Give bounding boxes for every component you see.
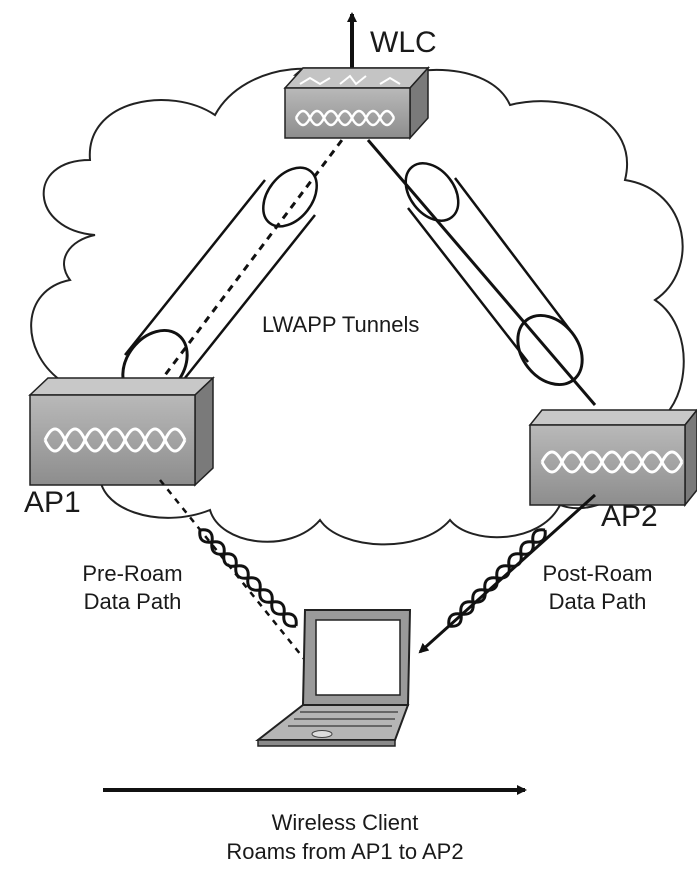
post-roam-label-line2: Data Path (548, 589, 647, 614)
lwapp-tunnels-label: LWAPP Tunnels (262, 312, 420, 337)
post-roam-label-line1: Post-Roam (542, 561, 653, 586)
pre-roam-tunnel-path (148, 139, 344, 396)
roam-caption-line2: Roams from AP1 to AP2 (226, 839, 464, 864)
access-point-icon (28, 376, 215, 487)
pre-roam-label-line2: Data Path (83, 589, 182, 614)
post-roam-label: Post-Roam Data Path (515, 560, 680, 616)
pre-roam-wireless-signal (159, 479, 306, 661)
roam-caption: Wireless Client Roams from AP1 to AP2 (160, 808, 530, 866)
post-roam-tunnel-path (366, 139, 597, 406)
lwapp-tunnel-right (404, 162, 584, 387)
wlc-switch-icon (283, 66, 430, 140)
access-point-icon (528, 408, 697, 508)
ap1-label: AP1 (24, 486, 81, 519)
wlc-label: WLC (370, 26, 437, 59)
roam-caption-line1: Wireless Client (271, 810, 419, 835)
pre-roam-label: Pre-Roam Data Path (50, 560, 215, 616)
ap2-label: AP2 (601, 500, 658, 533)
pre-roam-label-line1: Pre-Roam (82, 561, 183, 586)
laptop-icon (255, 609, 412, 747)
post-roam-wireless-signal (418, 493, 597, 654)
